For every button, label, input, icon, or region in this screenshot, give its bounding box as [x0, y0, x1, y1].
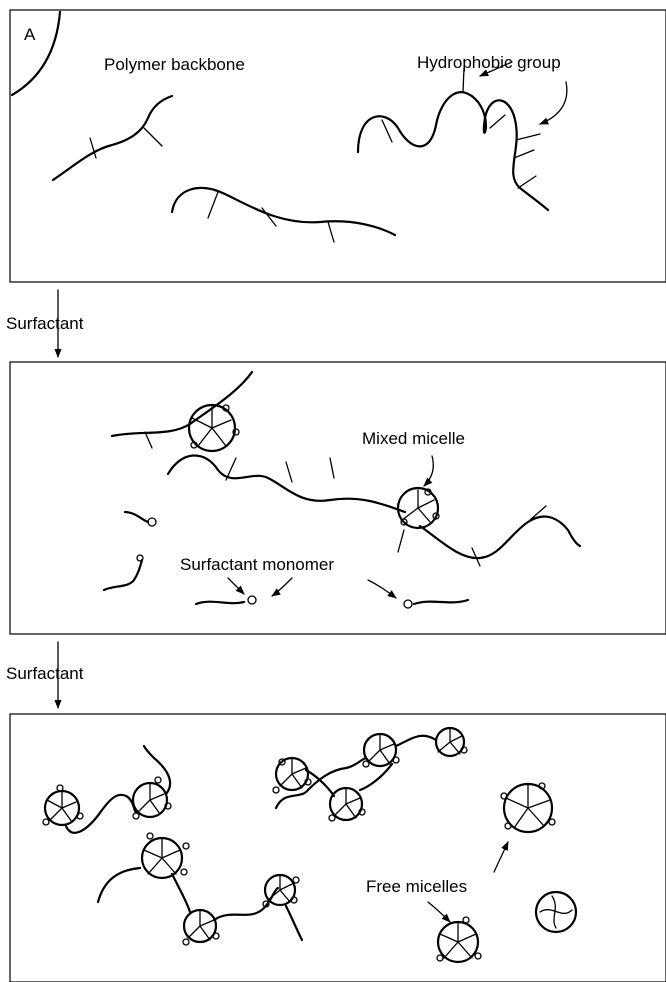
hydrophobic-group	[330, 458, 334, 478]
surfactant-monomer	[404, 600, 468, 608]
surfactant-monomer	[125, 512, 156, 526]
hydrophobic-group	[144, 128, 162, 146]
hydrophobic-group	[226, 458, 236, 480]
panel-c-frame	[10, 714, 666, 982]
micelle	[133, 777, 171, 819]
backbone-label: Polymer backbone	[104, 55, 245, 74]
panel-a: A Polymer backbone Hydrophobic group	[10, 10, 666, 282]
hydrophobic-group	[286, 462, 292, 482]
hydrophobic-group	[328, 222, 334, 242]
polymer-backbone	[112, 372, 252, 436]
panel-c: Free micelles	[10, 714, 666, 982]
micelle	[436, 728, 467, 756]
hydrophobic-group	[514, 150, 534, 158]
free-micelle	[437, 917, 481, 962]
hydrophobic-group	[516, 134, 540, 140]
label-arrow	[272, 578, 292, 596]
polymer-backbone	[358, 92, 548, 210]
hydrophobic-group	[208, 192, 218, 218]
surfactant-monomer	[196, 596, 256, 604]
micelle	[189, 405, 239, 451]
free-micelle	[536, 892, 576, 932]
micelle	[183, 910, 219, 945]
polymer-backbone	[276, 736, 436, 808]
free-micelle	[501, 783, 555, 832]
step-label: Surfactant	[6, 664, 84, 683]
hydrophobic-group-label: Hydrophobic group	[417, 53, 561, 72]
polymer-backbone	[144, 746, 170, 794]
polymer-backbone	[172, 188, 395, 235]
micelle	[43, 785, 83, 825]
corner-arc	[12, 12, 60, 95]
micelle	[142, 833, 189, 878]
step-arrow-2: Surfactant	[6, 642, 84, 708]
polymer-backbone	[420, 517, 580, 559]
hydrophobic-group	[490, 115, 505, 128]
hydrophobic-group	[518, 176, 536, 188]
label-arrow	[228, 578, 244, 594]
hydrophobic-group	[382, 120, 392, 142]
step-arrow-1: Surfactant	[6, 290, 84, 357]
micelle	[329, 788, 365, 821]
panel-b: Mixed micelle Surfactant monomer	[10, 362, 666, 634]
step-label: Surfactant	[6, 314, 84, 333]
hydrophobic-group	[398, 530, 404, 552]
surfactant-monomer-label: Surfactant monomer	[180, 555, 334, 574]
free-micelles-label: Free micelles	[366, 877, 467, 896]
label-arrow	[494, 842, 508, 872]
mixed-micelle	[398, 488, 439, 528]
polymer-backbone	[286, 906, 302, 940]
hydrophobic-group	[145, 432, 152, 448]
mixed-micelle-label: Mixed micelle	[362, 429, 465, 448]
label-arrow	[424, 456, 433, 486]
micelle	[263, 875, 299, 907]
label-arrow	[540, 82, 567, 124]
label-arrow	[428, 902, 450, 922]
polymer-backbone	[98, 868, 140, 902]
micelle	[273, 758, 311, 793]
polymer-backbone	[172, 874, 278, 920]
label-arrow	[368, 580, 396, 598]
micelle	[363, 734, 399, 767]
surfactant-monomer	[104, 555, 143, 590]
panel-corner-label: A	[24, 25, 36, 44]
